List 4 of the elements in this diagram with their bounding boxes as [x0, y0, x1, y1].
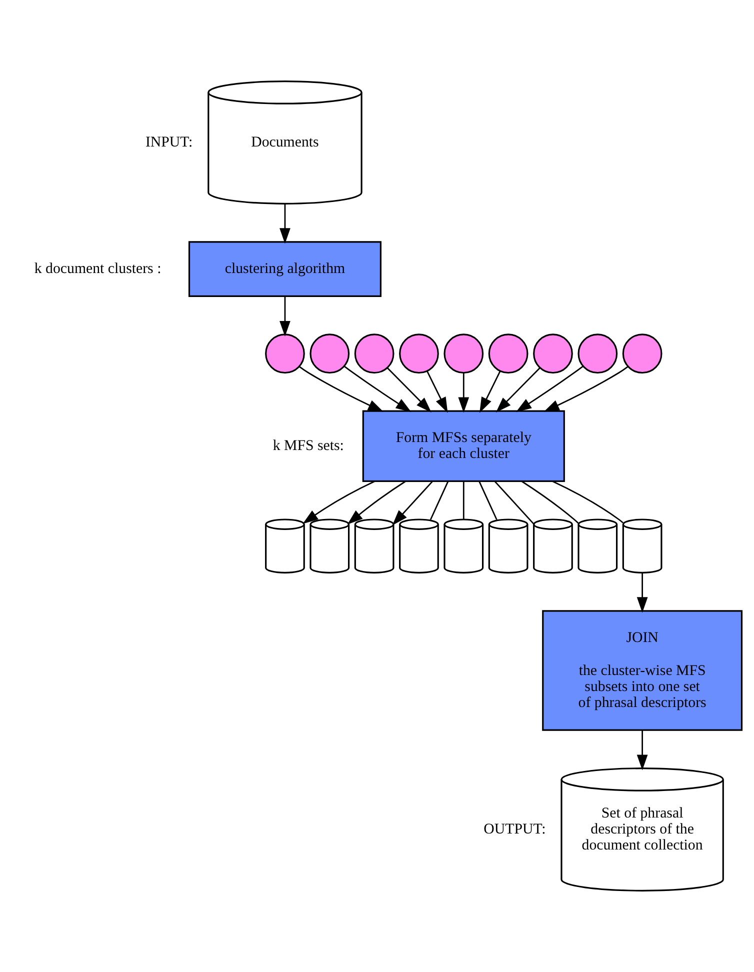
label: k MFS sets: — [272, 438, 344, 454]
label: INPUT: — [144, 134, 192, 150]
label: k document clusters : — [34, 260, 161, 277]
label: OUTPUT: — [483, 821, 546, 838]
